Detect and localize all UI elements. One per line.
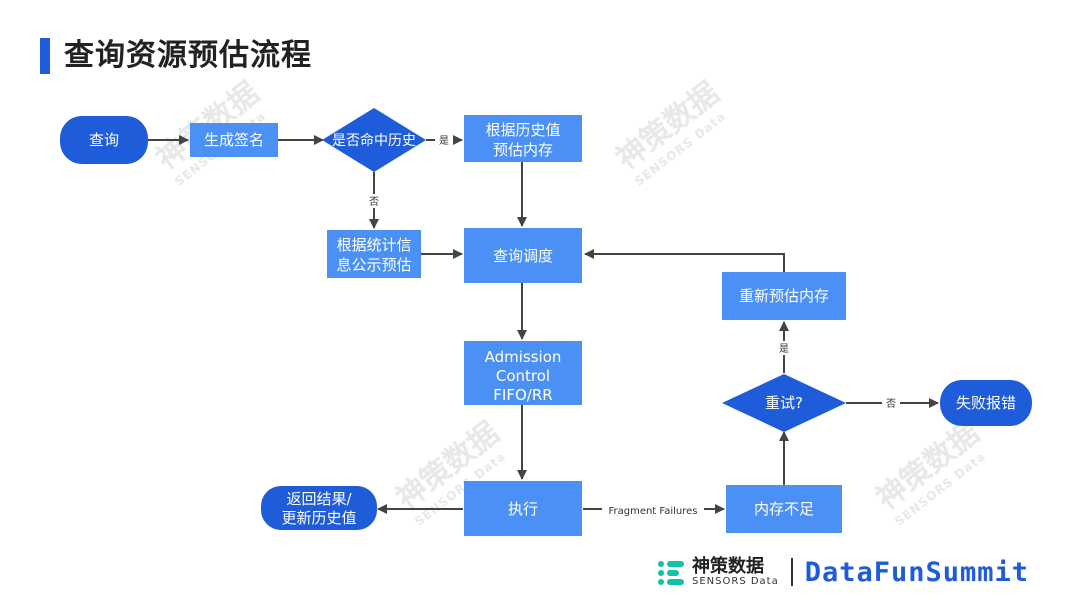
brand-name-en: SENSORS Data	[692, 575, 779, 587]
node-estimate-history-line2: 预估内存	[493, 141, 553, 159]
node-admission-line3: FIFO/RR	[493, 386, 552, 404]
edge-label-yes: 是	[439, 135, 449, 147]
flow-edges	[148, 135, 939, 514]
node-history-decision-label: 是否命中历史	[332, 132, 416, 149]
node-signature-label: 生成签名	[204, 131, 264, 149]
footer-divider	[790, 558, 793, 586]
brand-name-cn: 神策数据	[692, 555, 764, 577]
edge-label-yes-retry: 是	[779, 343, 789, 355]
node-query-label: 查询	[89, 131, 119, 149]
node-fail-label: 失败报错	[956, 394, 1016, 412]
title-accent-bar	[40, 38, 50, 74]
node-retry-decision-label: 重试?	[765, 394, 803, 412]
footer-branding: 神策数据 SENSORS Data DataFunSummit	[658, 552, 1029, 592]
node-estimate-stats-line2: 息公示预估	[336, 256, 411, 274]
node-reestimate: 重新预估内存	[722, 272, 846, 320]
page-title: 查询资源预估流程	[64, 38, 312, 73]
node-return: 返回结果/ 更新历史值	[261, 486, 377, 530]
edge-reestimate-schedule	[584, 249, 785, 272]
node-memory-short: 内存不足	[726, 485, 842, 533]
node-retry-decision: 重试?	[722, 374, 846, 432]
node-estimate-stats: 根据统计信 息公示预估	[327, 230, 421, 278]
node-query: 查询	[60, 116, 148, 164]
node-return-line1: 返回结果/	[286, 490, 352, 508]
edge-label-fragment-failures: Fragment Failures	[608, 506, 697, 517]
node-admission-line2: Control	[496, 367, 550, 385]
node-memory-short-label: 内存不足	[754, 500, 814, 518]
edge-label-no: 否	[369, 196, 379, 208]
node-return-line2: 更新历史值	[281, 509, 356, 527]
edge-label-no-retry: 否	[886, 398, 896, 410]
sensors-data-logo-icon	[658, 559, 684, 585]
node-execute: 执行	[464, 481, 582, 536]
node-estimate-history: 根据历史值 预估内存	[464, 115, 582, 162]
node-reestimate-label: 重新预估内存	[739, 287, 829, 305]
node-fail: 失败报错	[940, 380, 1032, 426]
node-history-decision: 是否命中历史	[322, 108, 426, 172]
node-schedule-label: 查询调度	[493, 247, 553, 265]
node-estimate-history-line1: 根据历史值	[485, 121, 560, 139]
node-estimate-stats-line1: 根据统计信	[336, 236, 411, 254]
brand-text: 神策数据 SENSORS Data	[692, 555, 779, 587]
node-schedule: 查询调度	[464, 228, 582, 283]
node-admission: Admission Control FIFO/RR	[464, 341, 582, 405]
node-admission-line1: Admission	[485, 348, 562, 366]
node-signature: 生成签名	[190, 123, 278, 157]
node-execute-label: 执行	[508, 500, 538, 518]
datafunsummit-logo: DataFunSummit	[804, 556, 1030, 588]
